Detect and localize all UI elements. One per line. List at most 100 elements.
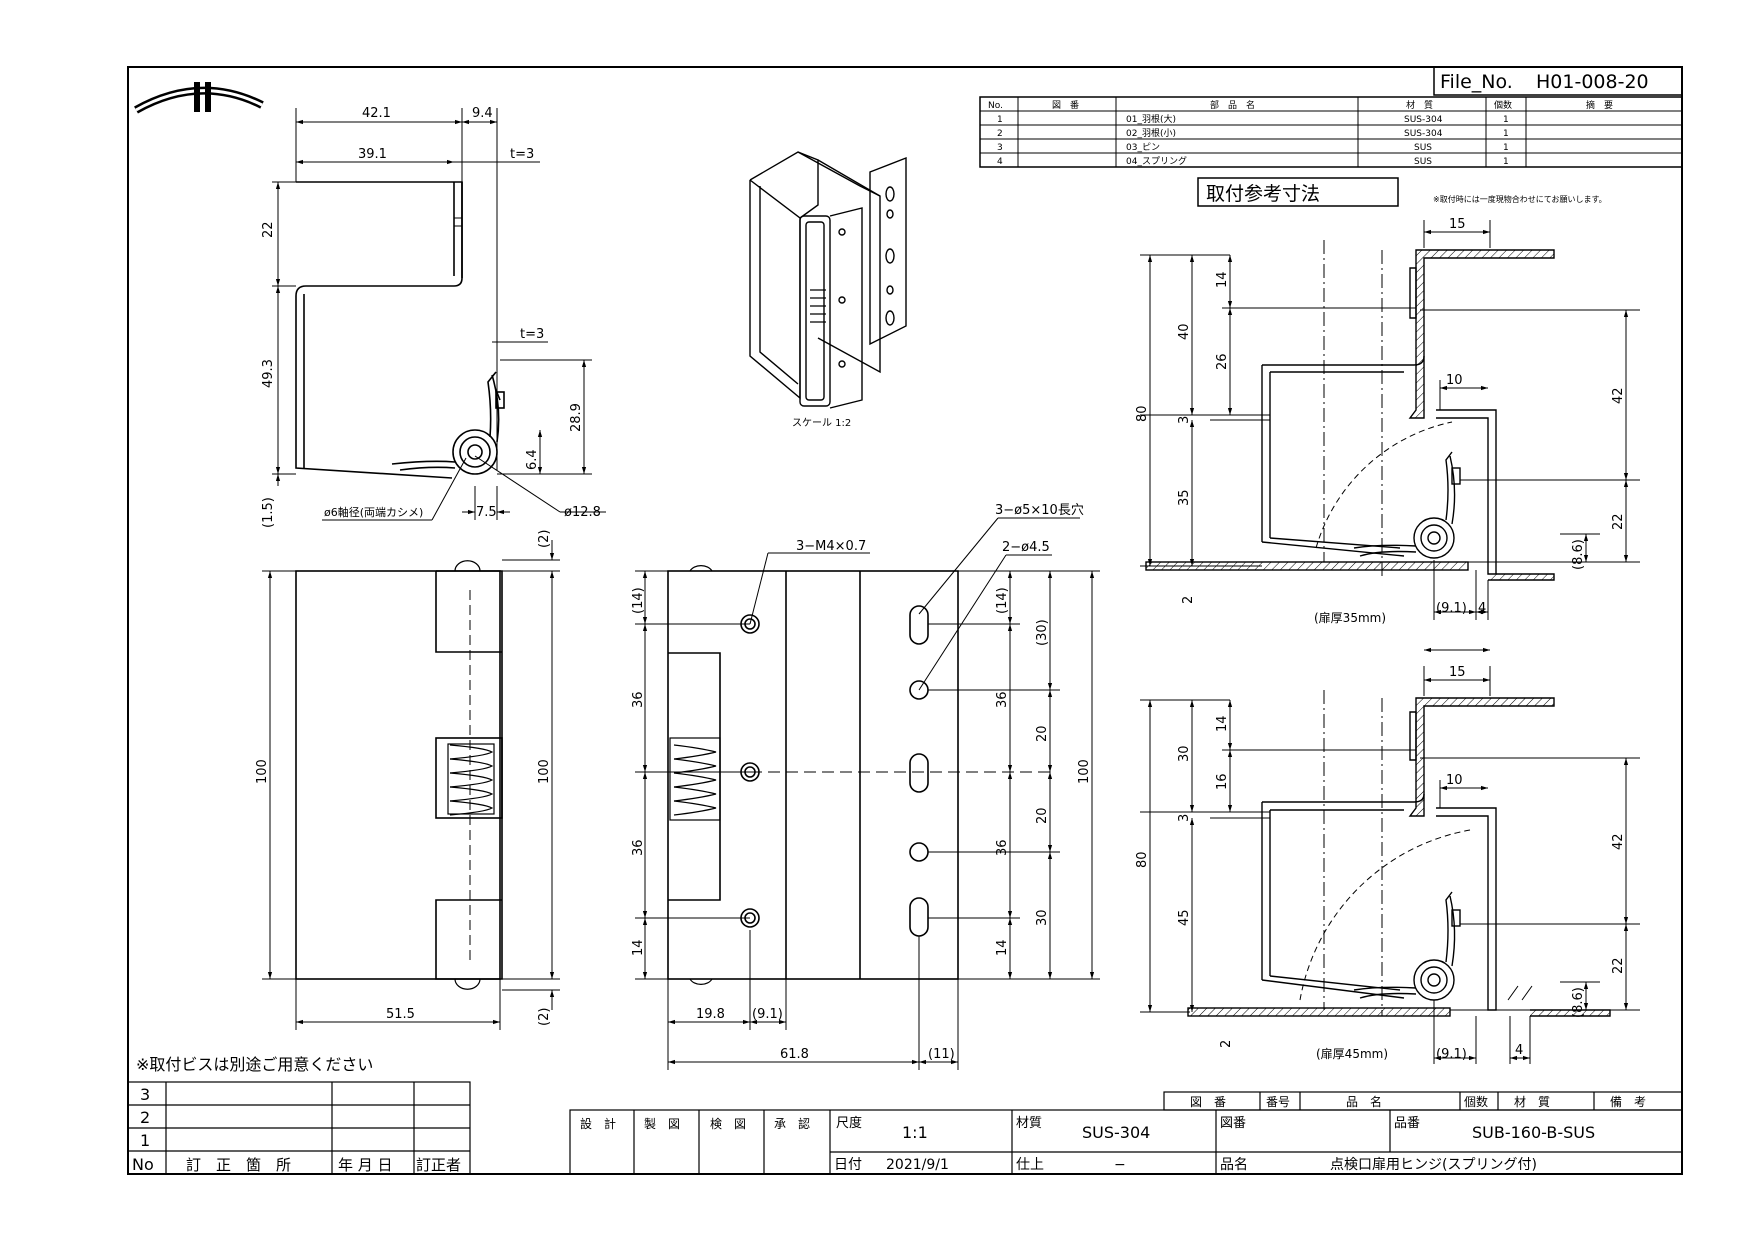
material-label: 材質 xyxy=(1016,1116,1042,1131)
parts-row-4-no: 4 xyxy=(997,157,1003,167)
dim-100-left: 100 xyxy=(255,759,270,784)
parts-header-note: 摘 要 xyxy=(1586,99,1613,111)
dim-30-top: (30) xyxy=(1035,619,1050,646)
screw-note: ※取付ビスは別途ご用意ください xyxy=(136,1055,373,1074)
m35-dim-26: 26 xyxy=(1215,353,1230,370)
m35-dim-9-1: (9.1) xyxy=(1436,601,1467,616)
dim-right-36-upper: 36 xyxy=(995,691,1010,708)
m35-dim-4: 4 xyxy=(1478,601,1486,616)
m35-dim-8-6: (8.6) xyxy=(1571,539,1586,570)
parts-row-2-no: 2 xyxy=(997,129,1003,139)
m45-dim-30: 30 xyxy=(1177,745,1192,762)
file-number-box: File_No. H01-008-20 xyxy=(1433,66,1683,96)
dim-100-right: 100 xyxy=(537,759,552,784)
m45-dim-2: 2 xyxy=(1219,1040,1234,1048)
parts-row-4-material: SUS xyxy=(1414,157,1432,167)
parts-row-1-qty: 1 xyxy=(1503,115,1509,125)
dim-t3-upper: t=3 xyxy=(510,147,534,162)
parts-row-2-qty: 1 xyxy=(1503,129,1509,139)
dim-39-1: 39.1 xyxy=(358,147,387,162)
dim-right-14-top: (14) xyxy=(995,587,1010,614)
parts-row-2-material: SUS-304 xyxy=(1404,129,1443,139)
product-name-label: 品名 xyxy=(1220,1157,1248,1173)
m45-dim-42: 42 xyxy=(1611,833,1626,850)
m35-dim-80: 80 xyxy=(1135,405,1150,422)
hdr-remarks: 備 考 xyxy=(1610,1094,1646,1109)
approval-approve: 承 認 xyxy=(774,1116,810,1131)
dim-1-5: (1.5) xyxy=(261,497,276,528)
dim-51-5: 51.5 xyxy=(386,1007,415,1022)
material-value: SUS-304 xyxy=(1082,1123,1150,1142)
dim-12-8: ø12.8 xyxy=(564,505,601,520)
hdr-number: 番号 xyxy=(1266,1095,1290,1109)
m35-dim-3: 3 xyxy=(1177,416,1192,424)
top-view-labels: 42.1 9.4 39.1 t=3 22 49.3 t=3 28.9 6.4 (… xyxy=(261,106,601,528)
parts-row-3-no: 3 xyxy=(997,143,1003,153)
flat-view-dims xyxy=(635,517,1100,1070)
suehiro-logo xyxy=(134,82,264,114)
m45-dim-80: 80 xyxy=(1135,851,1150,868)
hdr-material: 材 質 xyxy=(1514,1094,1550,1109)
dim-28-9: 28.9 xyxy=(569,403,584,432)
parts-row-1-no: 1 xyxy=(997,115,1003,125)
revision-header-location: 訂 正 箇 所 xyxy=(186,1156,291,1174)
parts-header-name: 部 品 名 xyxy=(1210,99,1255,111)
shaft-note: ø6軸径(両端カシメ) xyxy=(324,505,423,519)
file-no-value: H01-008-20 xyxy=(1536,71,1649,93)
m45-dim-22: 22 xyxy=(1611,957,1626,974)
parts-header-drawing: 図 番 xyxy=(1052,99,1079,111)
dim-6-4: 6.4 xyxy=(525,449,540,470)
dim-flat-14-bottom: 14 xyxy=(631,939,646,956)
revision-table xyxy=(127,1081,471,1175)
caption-35mm: (扉厚35mm) xyxy=(1314,611,1386,625)
parts-row-3-material: SUS xyxy=(1414,143,1432,153)
front-view-labels: (2) 100 100 51.5 (2) xyxy=(255,530,552,1026)
dim-9-4: 9.4 xyxy=(472,106,493,121)
mounting-title: 取付参考寸法 xyxy=(1206,183,1320,205)
parts-header-material: 材 質 xyxy=(1406,99,1433,111)
parts-row-1-name: 01_羽根(大) xyxy=(1126,113,1176,125)
m35-dim-35: 35 xyxy=(1177,489,1192,506)
dim-flat-100: 100 xyxy=(1077,759,1092,784)
m45-dim-45: 45 xyxy=(1177,909,1192,926)
dim-2-top: (2) xyxy=(537,530,552,548)
m45-dim-3: 3 xyxy=(1177,814,1192,822)
m45-dim-8-6: (8.6) xyxy=(1571,987,1586,1018)
dim-flat-9-1: (9.1) xyxy=(752,1007,783,1022)
parts-row-4-qty: 1 xyxy=(1503,157,1509,167)
m45-dim-4: 4 xyxy=(1515,1043,1523,1058)
file-no-label: File_No. xyxy=(1440,71,1513,93)
product-name-value: 点検口扉用ヒンジ(スプリング付) xyxy=(1330,1157,1537,1173)
dim-flat-36-lower: 36 xyxy=(631,839,646,856)
parts-row-3-qty: 1 xyxy=(1503,143,1509,153)
product-no-label: 品番 xyxy=(1394,1116,1420,1131)
dim-20-upper: 20 xyxy=(1035,725,1050,742)
dim-42-1: 42.1 xyxy=(362,106,391,121)
mounting-35-labels: 15 14 40 26 80 3 10 35 42 22 (8.6) 2 (9.… xyxy=(1135,217,1626,625)
dim-right-14-bottom: 14 xyxy=(995,939,1010,956)
m45-dim-10: 10 xyxy=(1446,773,1463,788)
hdr-qty: 個数 xyxy=(1464,1094,1488,1109)
finish-value: − xyxy=(1114,1157,1126,1173)
dim-2-bottom: (2) xyxy=(537,1008,552,1026)
flat-view-labels: 3−M4×0.7 3−ø5×10長穴 2−ø4.5 (14) 36 36 14 … xyxy=(631,503,1092,1062)
scale-value: 1:1 xyxy=(902,1123,928,1142)
m4-callout: 3−M4×0.7 xyxy=(796,539,866,554)
m45-dim-9-1: (9.1) xyxy=(1436,1047,1467,1062)
flat-view xyxy=(667,564,959,986)
revision-row-2: 2 xyxy=(140,1108,150,1127)
title-block xyxy=(569,1091,1683,1175)
approval-design: 設 計 xyxy=(580,1116,616,1131)
m35-dim-14: 14 xyxy=(1215,271,1230,288)
mounting-45-dims xyxy=(1140,666,1640,1064)
parts-header-no: No. xyxy=(988,101,1003,111)
dim-22: 22 xyxy=(261,221,276,238)
dim-flat-14-top: (14) xyxy=(631,587,646,614)
product-no-value: SUB-160-B-SUS xyxy=(1472,1123,1595,1142)
m35-dim-40: 40 xyxy=(1177,323,1192,340)
m35-dim-42: 42 xyxy=(1611,387,1626,404)
dim-49-3: 49.3 xyxy=(261,359,276,388)
parts-header-qty: 個数 xyxy=(1494,99,1512,111)
parts-row-3-name: 03_ピン xyxy=(1126,142,1160,153)
